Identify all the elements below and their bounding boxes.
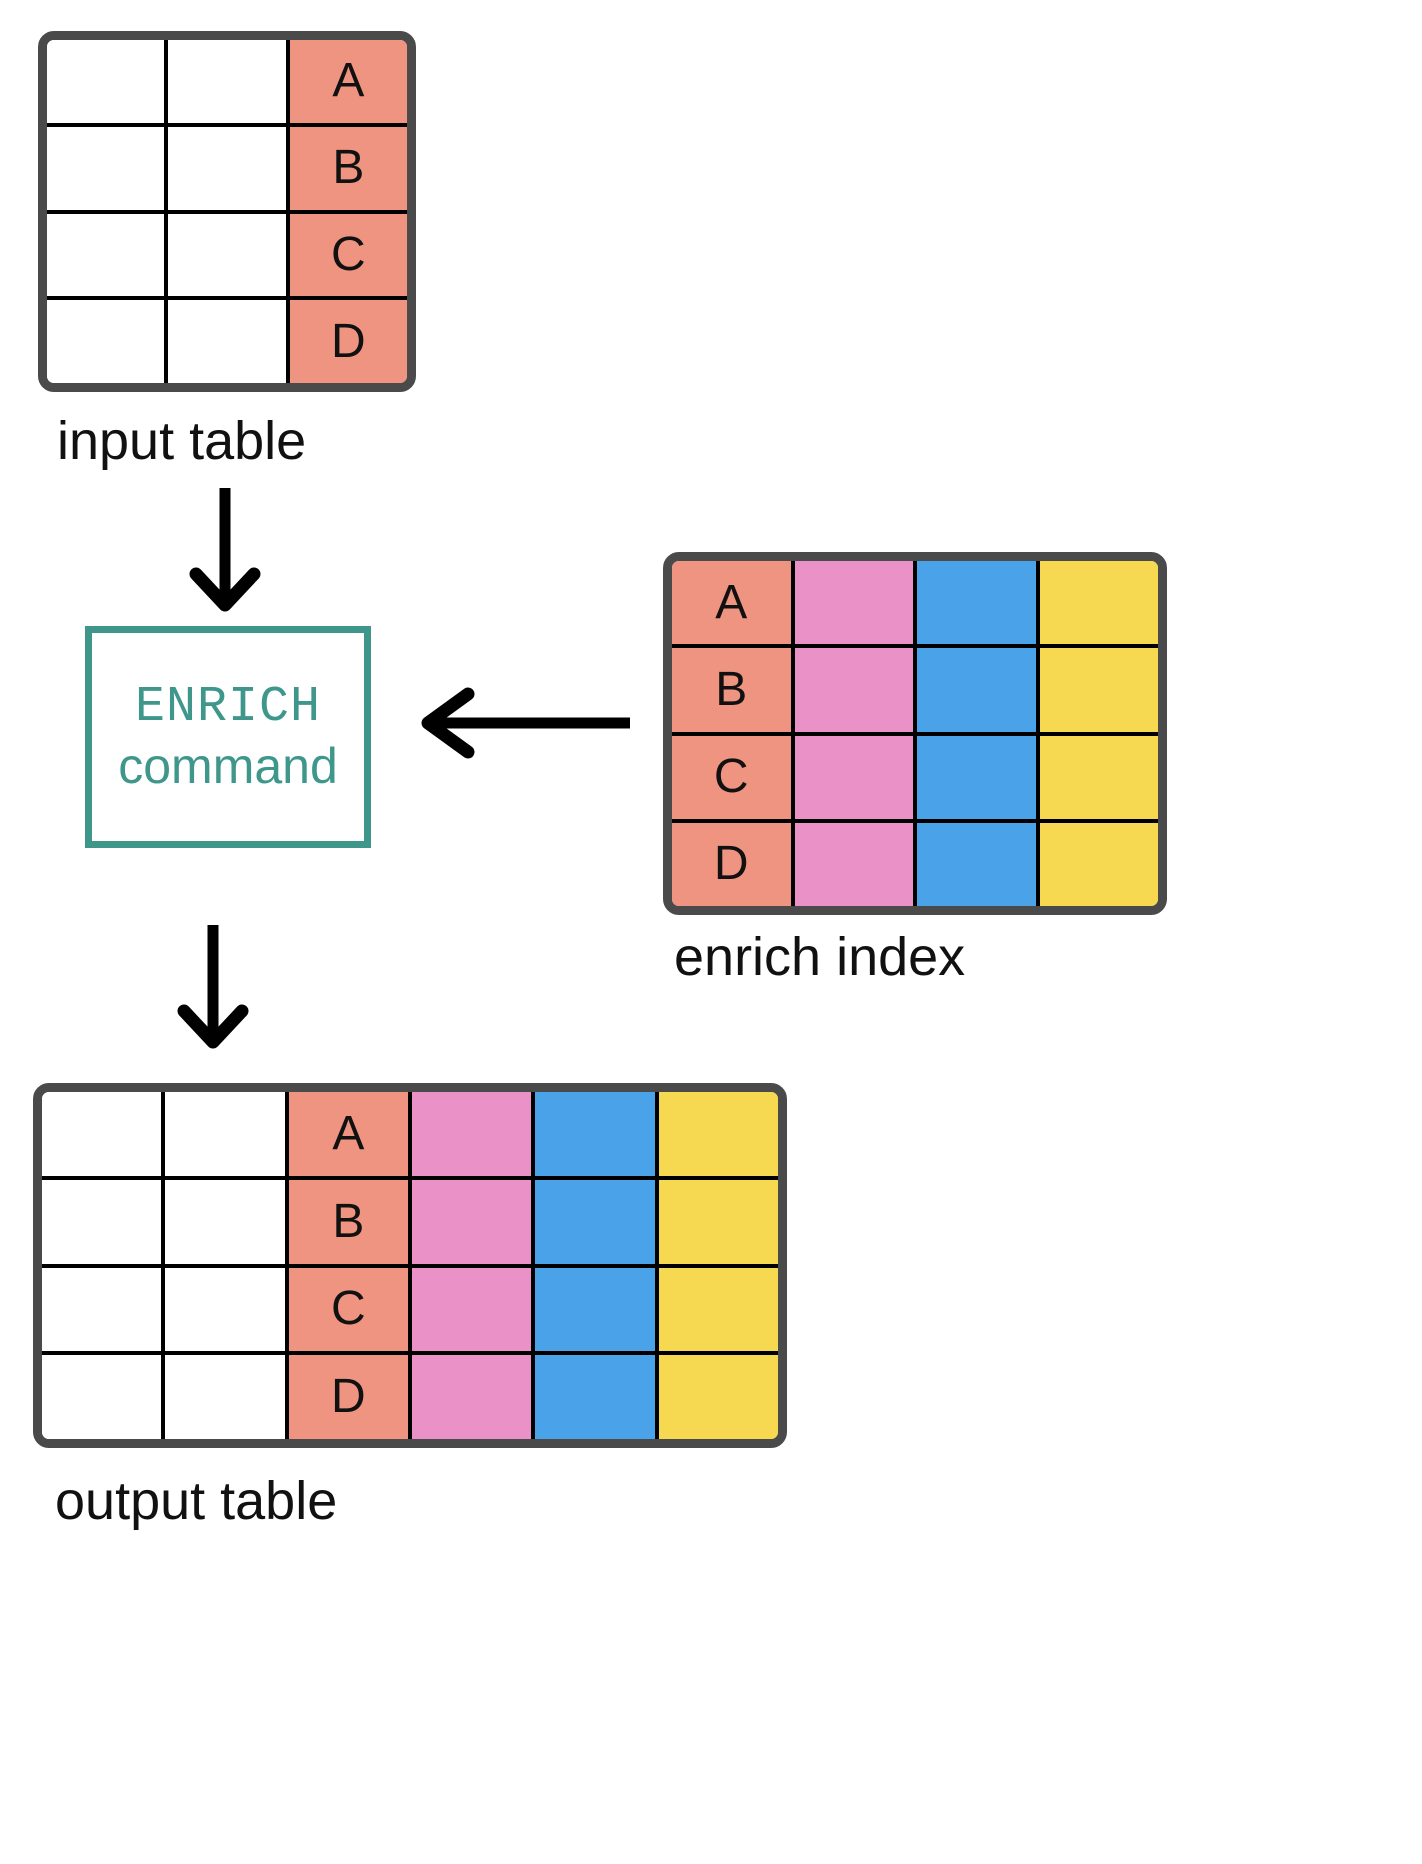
- table-cell-key: A: [672, 561, 795, 645]
- output-table-caption: output table: [55, 1471, 338, 1531]
- table-cell-enrich: [917, 561, 1040, 645]
- table-cell: [165, 1092, 289, 1176]
- table-cell-enrich: [411, 1092, 536, 1176]
- table-cell: [42, 1179, 166, 1264]
- table-cell-enrich: [658, 1267, 778, 1352]
- table-row: B: [42, 1179, 778, 1268]
- table-cell-key: B: [288, 1179, 412, 1264]
- arrow-enrich-to-output-icon: [168, 919, 258, 1050]
- table-cell-key: D: [289, 300, 407, 383]
- table-row: A: [672, 561, 1158, 649]
- table-row: D: [47, 300, 407, 383]
- table-row: B: [47, 126, 407, 214]
- table-row: D: [42, 1355, 778, 1439]
- table-cell-key: D: [672, 822, 795, 906]
- table-row: C: [42, 1267, 778, 1356]
- enrich-index-caption: enrich index: [674, 927, 966, 987]
- arrow-index-to-enrich-icon: [420, 686, 636, 760]
- input-table: A B C D: [38, 31, 416, 392]
- table-cell: [47, 40, 169, 123]
- table-cell: [168, 213, 290, 297]
- table-cell-key: B: [289, 126, 407, 210]
- table-cell: [168, 300, 290, 383]
- table-cell-enrich: [411, 1179, 536, 1264]
- table-row: C: [672, 735, 1158, 823]
- table-cell-key: B: [672, 648, 795, 732]
- table-cell-enrich: [917, 735, 1040, 819]
- table-cell-enrich: [535, 1267, 659, 1352]
- table-row: D: [672, 822, 1158, 906]
- table-cell-enrich: [658, 1355, 778, 1439]
- enrich-command-label: command: [118, 738, 338, 794]
- enrich-command-box: ENRICH command: [85, 626, 371, 848]
- table-cell-enrich: [1039, 561, 1158, 645]
- table-cell: [42, 1267, 166, 1352]
- table-cell: [47, 213, 169, 297]
- table-cell-enrich: [917, 648, 1040, 732]
- table-cell-enrich: [658, 1179, 778, 1264]
- table-cell-key: C: [289, 213, 407, 297]
- table-cell-enrich: [535, 1092, 659, 1176]
- enrich-index-table: A B C D: [663, 552, 1167, 915]
- table-cell: [47, 126, 169, 210]
- table-cell-enrich: [535, 1355, 659, 1439]
- table-row: C: [47, 213, 407, 301]
- table-cell-enrich: [535, 1179, 659, 1264]
- table-cell-enrich: [411, 1355, 536, 1439]
- table-cell-enrich: [794, 561, 917, 645]
- table-cell-key: A: [288, 1092, 412, 1176]
- table-cell: [168, 40, 290, 123]
- table-cell-enrich: [794, 648, 917, 732]
- table-cell-enrich: [658, 1092, 778, 1176]
- table-cell-enrich: [794, 822, 917, 906]
- table-cell-enrich: [1039, 648, 1158, 732]
- enrich-command-keyword: ENRICH: [134, 679, 322, 736]
- table-cell-enrich: [1039, 822, 1158, 906]
- table-cell: [165, 1179, 289, 1264]
- table-cell-enrich: [1039, 735, 1158, 819]
- table-row: A: [42, 1092, 778, 1180]
- table-cell-enrich: [411, 1267, 536, 1352]
- table-cell-key: D: [288, 1355, 412, 1439]
- arrow-input-to-enrich-icon: [180, 482, 270, 613]
- table-cell-key: A: [289, 40, 407, 123]
- table-cell-enrich: [794, 735, 917, 819]
- table-cell-enrich: [917, 822, 1040, 906]
- table-cell: [42, 1355, 166, 1439]
- table-row: A: [47, 40, 407, 127]
- table-cell-key: C: [672, 735, 795, 819]
- table-cell: [168, 126, 290, 210]
- table-cell: [42, 1092, 166, 1176]
- table-cell: [165, 1355, 289, 1439]
- table-cell: [165, 1267, 289, 1352]
- input-table-caption: input table: [57, 411, 307, 471]
- table-row: B: [672, 648, 1158, 736]
- table-cell-key: C: [288, 1267, 412, 1352]
- table-cell: [47, 300, 169, 383]
- output-table: A B C D: [33, 1083, 787, 1448]
